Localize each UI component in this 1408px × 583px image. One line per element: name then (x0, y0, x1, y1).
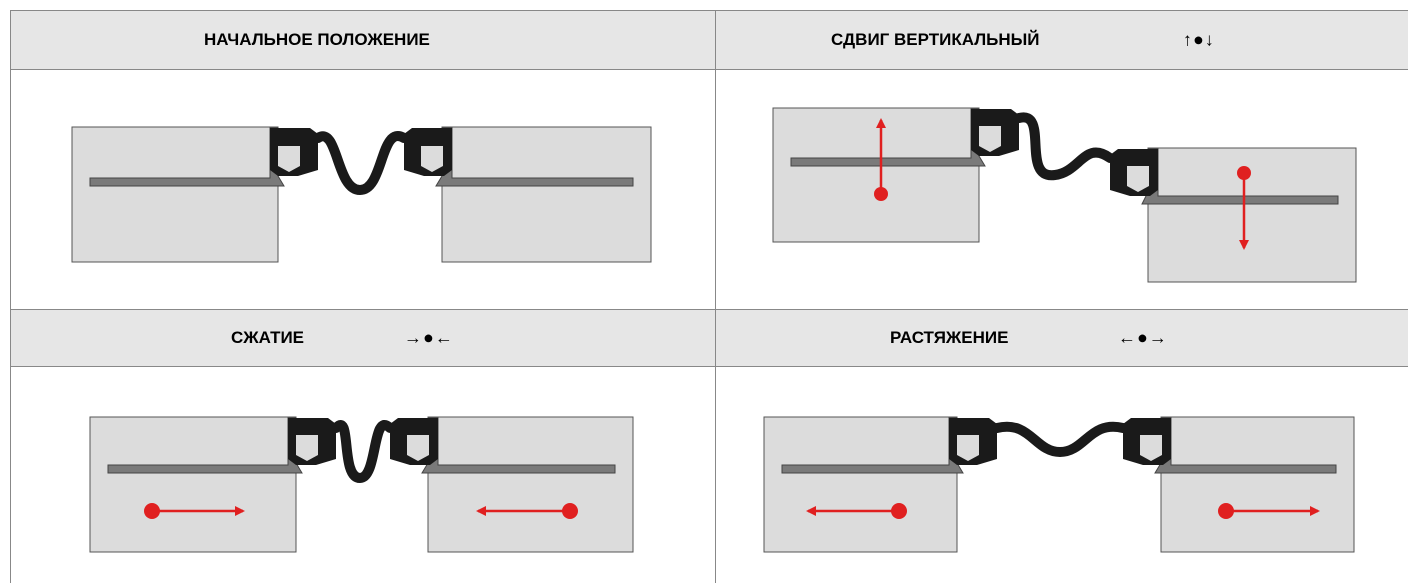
header-extension: РАСТЯЖЕНИЕ ←●→ (716, 310, 1408, 366)
left-slab (763, 416, 958, 553)
right-holder-slot (421, 146, 443, 172)
right-slab (1147, 147, 1357, 283)
header-extension-symbols: ←●→ (1118, 327, 1168, 348)
right-holder-slot (407, 435, 429, 461)
grid-line-h2 (10, 309, 1408, 310)
rubber-seal-membrane (1014, 112, 1115, 181)
left-slab (89, 416, 297, 553)
rubber-seal-membrane (331, 420, 395, 484)
header-vertical-shift: СДВИГ ВЕРТИКАЛЬНЫЙ ↑●↓ (716, 11, 1408, 69)
right-slab (441, 126, 652, 263)
left-slab (71, 126, 279, 263)
right-holder-slot (1140, 435, 1162, 461)
left-holder-slot (296, 435, 318, 461)
grid-line-top (10, 10, 1408, 11)
header-extension-title: РАСТЯЖЕНИЕ (890, 328, 1009, 347)
header-compression: СЖАТИЕ →●← (11, 310, 715, 366)
left-holder-slot (957, 435, 979, 461)
left-slab (772, 107, 980, 243)
grid-line-h1 (10, 69, 1408, 70)
diagram-grid: НАЧАЛЬНОЕ ПОЛОЖЕНИЕ СДВИГ ВЕРТИКАЛЬНЫЙ ↑… (10, 10, 1408, 583)
rubber-seal-membrane (313, 131, 409, 196)
grid-line-left (10, 10, 11, 583)
left-holder-slot (979, 126, 1001, 152)
header-vertical-shift-title: СДВИГ ВЕРТИКАЛЬНЫЙ (831, 30, 1040, 49)
header-initial-position: НАЧАЛЬНОЕ ПОЛОЖЕНИЕ (11, 11, 715, 69)
left-holder-slot (278, 146, 300, 172)
panel-vertical-shift (772, 107, 1357, 283)
right-holder-slot (1127, 166, 1149, 192)
right-slab (427, 416, 634, 553)
header-compression-title: СЖАТИЕ (231, 328, 305, 347)
header-initial-position-title: НАЧАЛЬНОЕ ПОЛОЖЕНИЕ (204, 30, 430, 49)
header-compression-symbols: →●← (404, 327, 454, 348)
panel-extension (763, 416, 1355, 553)
panel-initial-position (71, 126, 652, 263)
panel-compression (89, 416, 634, 553)
grid-line-h3 (10, 366, 1408, 367)
grid-line-mid (715, 10, 716, 583)
right-slab (1160, 416, 1355, 553)
rubber-seal-membrane (992, 421, 1128, 458)
header-vertical-shift-symbols: ↑●↓ (1183, 29, 1215, 50)
